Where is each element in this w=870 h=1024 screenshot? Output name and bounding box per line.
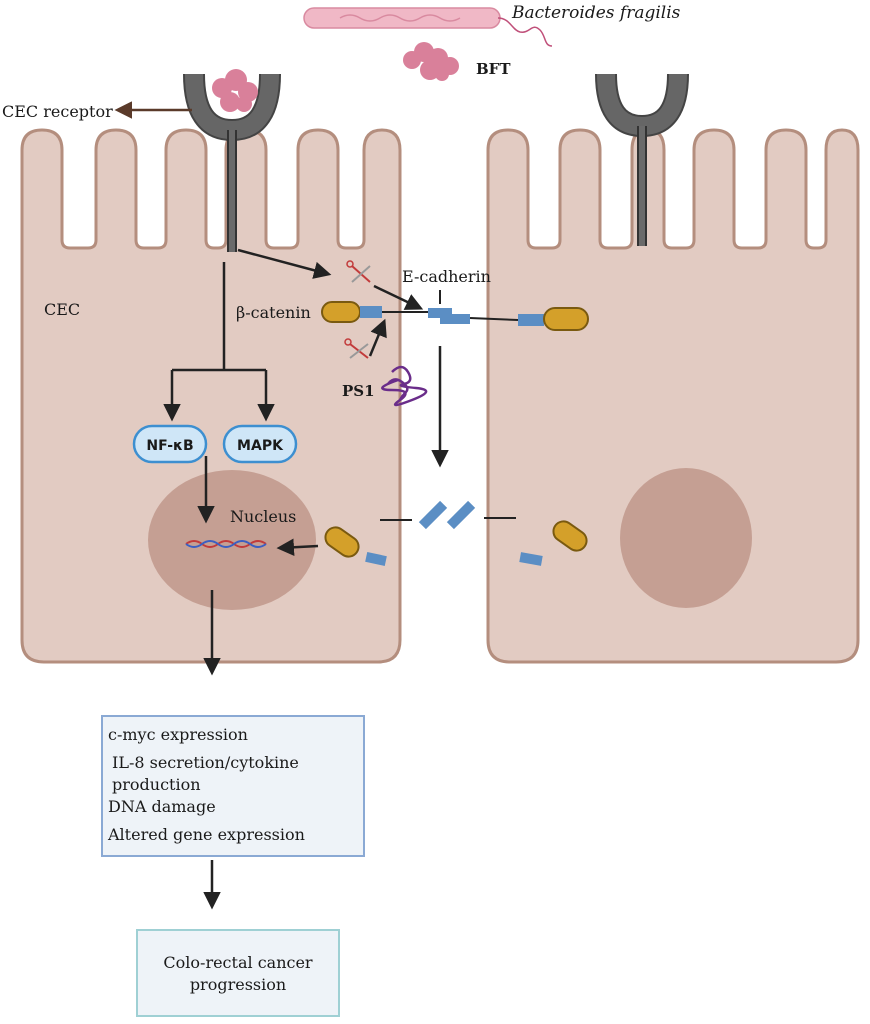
bft-label: BFT	[476, 60, 511, 78]
outcome-line-2: progression	[190, 975, 286, 994]
cadherin-mid-block-1	[428, 308, 452, 318]
effect-line-3: production	[112, 775, 201, 794]
outcome-box	[136, 929, 340, 1017]
left-nucleus	[148, 470, 316, 610]
beta-catenin-label: β-catenin	[236, 303, 311, 322]
effects-box	[101, 715, 365, 857]
beta-catenin-left	[321, 301, 361, 323]
protein-coil-icon	[381, 365, 428, 407]
cadherin-mid-block-2	[440, 314, 470, 324]
right-nucleus	[620, 468, 752, 608]
cadherin-left-block	[360, 306, 382, 318]
cadherin-fragment-1	[418, 500, 448, 530]
nucleus-label: Nucleus	[230, 507, 296, 526]
cadherin-right-block	[518, 314, 544, 326]
right-cell	[486, 128, 860, 664]
receptor-icon-right	[595, 73, 689, 246]
effect-line-2: IL-8 secretion/cytokine	[112, 753, 299, 772]
effect-line-5: Altered gene expression	[107, 825, 305, 844]
free-cadherin-piece-left	[365, 552, 387, 566]
cadherin-strand-right	[469, 317, 519, 321]
cec-receptor-label: CEC receptor	[2, 102, 113, 121]
ps1-to-cadherin-arrow	[368, 318, 387, 357]
cec-label: CEC	[44, 300, 80, 319]
scissors-icon-lower	[344, 338, 369, 359]
effect-line-1: c-myc expression	[108, 725, 248, 744]
e-cadherin-label: E-cadherin	[402, 267, 491, 286]
scissors-to-cadherin-arrow	[373, 284, 424, 310]
catenin-to-dna-arrow	[276, 538, 319, 557]
mapk-pill	[222, 424, 298, 464]
receptor-to-cadherin-arrow	[237, 248, 332, 279]
ps1-label: PS1	[342, 382, 375, 400]
outcome-line-1: Colo-rectal cancer	[163, 953, 313, 972]
free-beta-catenin-left	[324, 526, 360, 558]
beta-catenin-right	[543, 307, 589, 331]
bacteria-label: Bacteroides fragilis	[511, 3, 681, 23]
cadherin-fragment-2	[446, 500, 476, 530]
dna-icon	[185, 540, 267, 548]
free-cadherin-piece-right	[519, 552, 543, 566]
bacterium-icon	[303, 7, 553, 47]
effect-line-4: DNA damage	[108, 797, 216, 816]
toxin-icon	[403, 42, 459, 81]
receptor-icon	[183, 73, 281, 252]
bound-toxin-icon	[212, 69, 258, 112]
nfkb-label: NF-κB	[146, 438, 193, 454]
nfkb-pill	[132, 424, 208, 464]
mapk-label: MAPK	[237, 438, 284, 454]
free-beta-catenin-right	[552, 520, 588, 552]
scissors-icon	[346, 260, 371, 283]
